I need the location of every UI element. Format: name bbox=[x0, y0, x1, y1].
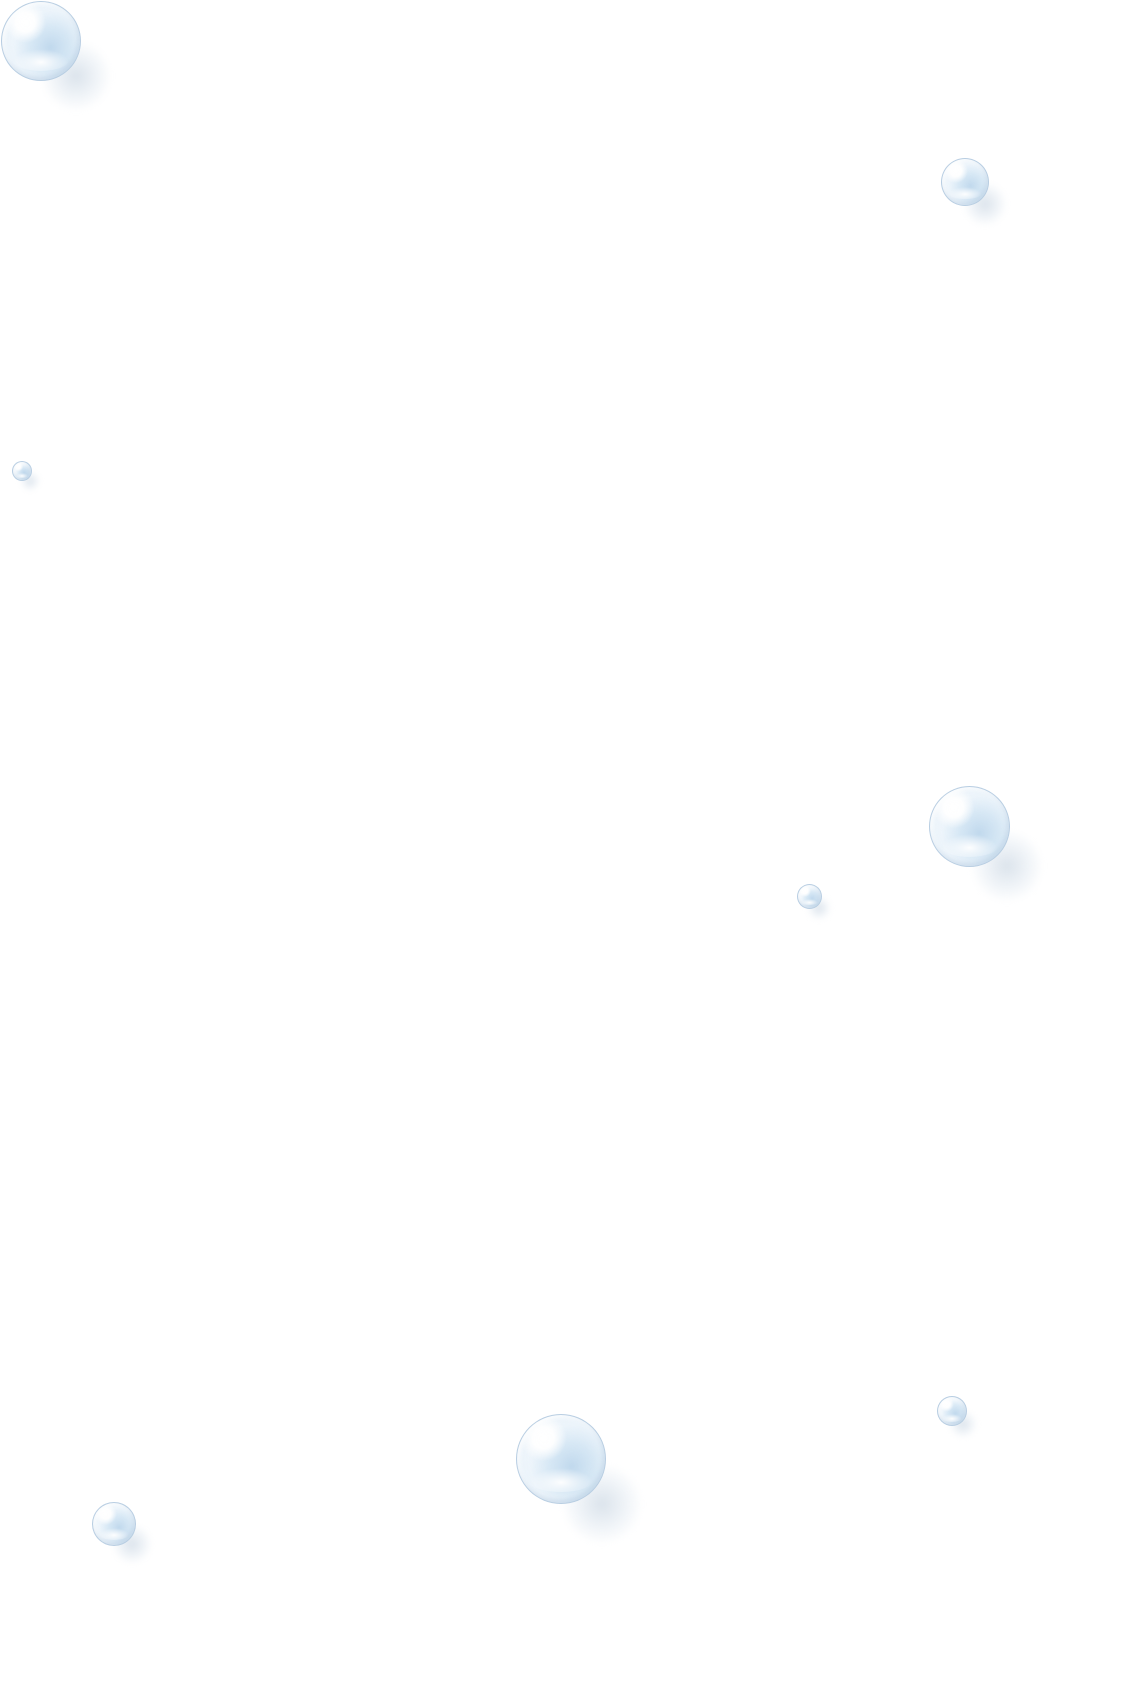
water-droplet bbox=[929, 786, 1043, 902]
water-droplet bbox=[1, 1, 111, 111]
water-droplet bbox=[797, 884, 831, 920]
water-droplet bbox=[937, 1396, 977, 1438]
water-droplet bbox=[941, 158, 1007, 226]
water-droplet bbox=[516, 1414, 642, 1544]
water-droplet bbox=[92, 1502, 152, 1564]
water-droplet bbox=[12, 461, 40, 491]
